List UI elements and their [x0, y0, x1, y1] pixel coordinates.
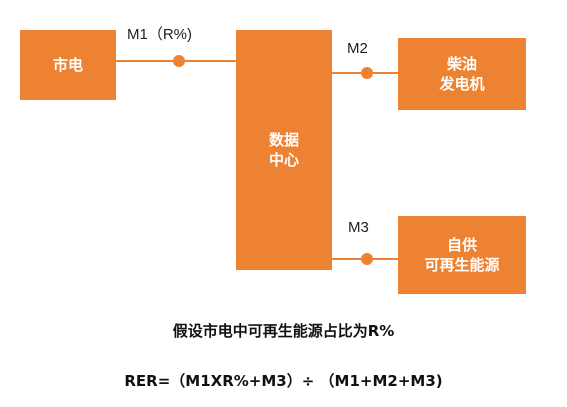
m3-meter-dot — [361, 253, 373, 265]
m1-meter-dot — [173, 55, 185, 67]
renewable-supply-box: 自供 可再生能源 — [398, 216, 526, 294]
data-center-box: 数据 中心 — [236, 30, 332, 270]
m3-label: M3 — [348, 219, 369, 236]
m2-meter-dot — [361, 67, 373, 79]
assumption-caption: 假设市电中可再生能源占比为R% — [172, 322, 395, 340]
m2-label: M2 — [347, 40, 368, 57]
grid-power-box: 市电 — [20, 30, 116, 100]
rer-formula: RER=（M1XR%+M3）÷ （M1+M2+M3) — [124, 372, 443, 390]
m1-label: M1（R%) — [127, 26, 193, 43]
diesel-generator-box: 柴油 发电机 — [398, 38, 526, 110]
